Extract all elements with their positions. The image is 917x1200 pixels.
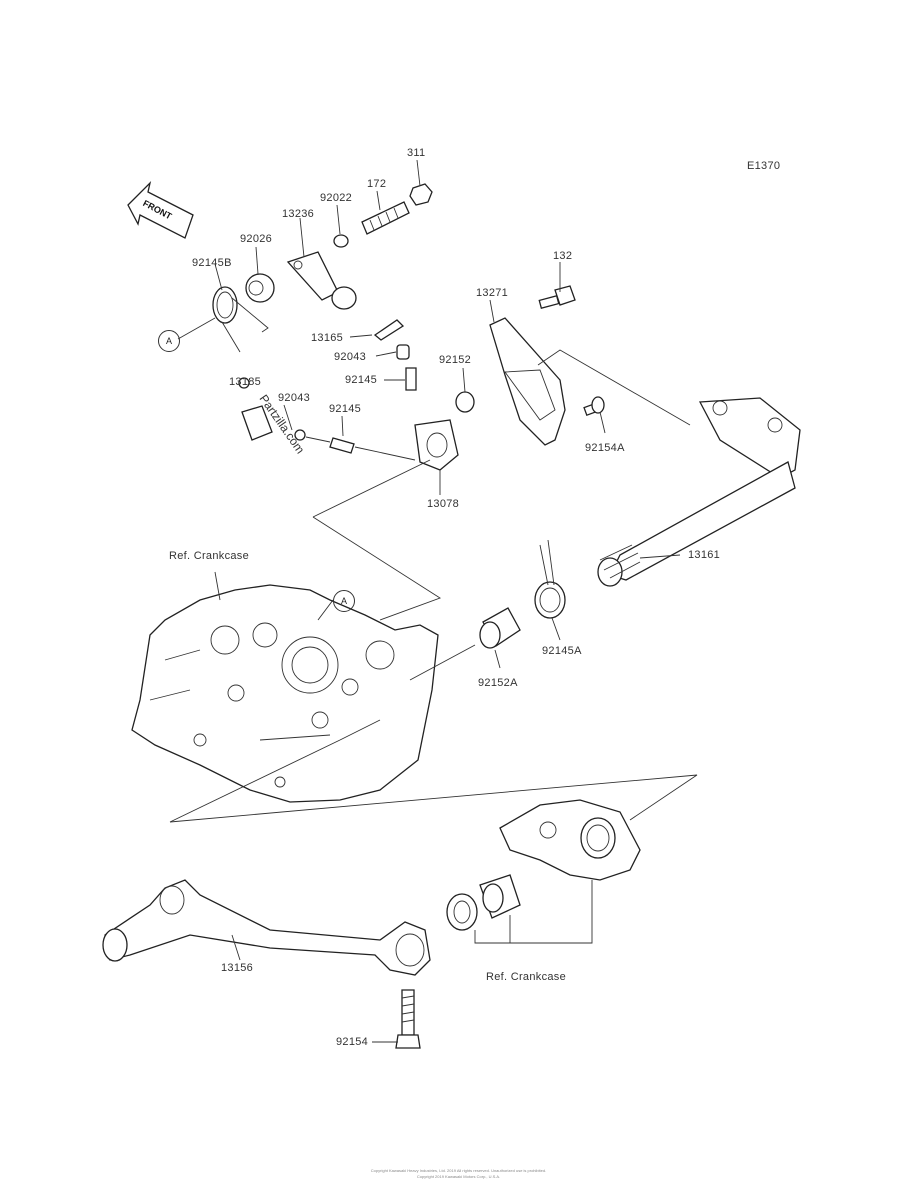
part-label-13078[interactable]: 13078	[427, 498, 460, 510]
part-label-13161[interactable]: 13161	[688, 549, 721, 561]
washer-92022	[333, 234, 349, 248]
spring-92145a	[534, 539, 566, 619]
part-label-92043-lower[interactable]: 92043	[278, 392, 311, 404]
stopper-13185	[238, 377, 273, 441]
part-label-92145-upper[interactable]: 92145	[345, 374, 378, 386]
collar-92026	[245, 273, 275, 303]
part-label-92043-upper[interactable]: 92043	[334, 351, 367, 363]
ref-crankcase-lower: Ref. Crankcase	[486, 971, 567, 983]
part-label-92022[interactable]: 92022	[320, 192, 353, 204]
crankcase-lower	[499, 799, 641, 881]
footer-copyright-2: Copyright 2019 Kawasaki Motors Corp., U.…	[416, 1174, 501, 1179]
nut-311	[409, 183, 433, 206]
part-label-13156[interactable]: 13156	[221, 962, 254, 974]
part-label-92145b[interactable]: 92145B	[192, 257, 232, 269]
pin-13165	[373, 319, 405, 341]
pin-92043-upper	[396, 344, 410, 360]
part-label-92154[interactable]: 92154	[336, 1036, 369, 1048]
spring-92145-lower	[329, 437, 355, 454]
part-label-92154a[interactable]: 92154A	[585, 442, 625, 454]
front-arrow-icon	[127, 180, 194, 239]
footer-copyright-1: Copyright Kawasaki Heavy Industries, Ltd…	[370, 1168, 547, 1173]
part-label-13185[interactable]: 13185	[229, 376, 262, 388]
pin-92043-lower	[294, 429, 306, 441]
part-label-92145-lower[interactable]: 92145	[329, 403, 362, 415]
screw-92154a	[583, 396, 605, 416]
spring-92145b	[212, 286, 269, 353]
cover-13271	[489, 317, 566, 446]
shift-shaft-13161	[597, 397, 801, 587]
diagram-code: E1370	[747, 160, 781, 172]
ref-a-marker-left: A	[158, 330, 180, 352]
part-label-13165[interactable]: 13165	[311, 332, 344, 344]
ref-a-marker-crankcase: A	[333, 590, 355, 612]
bolt-92154	[395, 989, 421, 1049]
shift-drum-13078	[414, 419, 459, 471]
bearing-seal	[446, 874, 593, 944]
part-label-13236[interactable]: 13236	[282, 208, 315, 220]
crankcase-upper	[131, 584, 439, 803]
washer-92152	[455, 391, 475, 413]
part-label-311[interactable]: 311	[407, 147, 426, 159]
bolt-132	[538, 285, 576, 309]
plate-13236	[286, 251, 357, 310]
part-label-13271[interactable]: 13271	[476, 287, 509, 299]
part-label-92152[interactable]: 92152	[439, 354, 472, 366]
bushing-92152a	[479, 607, 521, 649]
part-label-92152a[interactable]: 92152A	[478, 677, 518, 689]
ref-crankcase-upper: Ref. Crankcase	[169, 550, 250, 562]
part-label-132[interactable]: 132	[553, 250, 573, 262]
part-label-92026[interactable]: 92026	[240, 233, 273, 245]
spring-92145-upper	[405, 367, 417, 391]
spring-172	[361, 201, 410, 235]
shift-pedal-13156	[102, 879, 431, 976]
part-label-92145a[interactable]: 92145A	[542, 645, 582, 657]
part-label-172[interactable]: 172	[367, 178, 387, 190]
